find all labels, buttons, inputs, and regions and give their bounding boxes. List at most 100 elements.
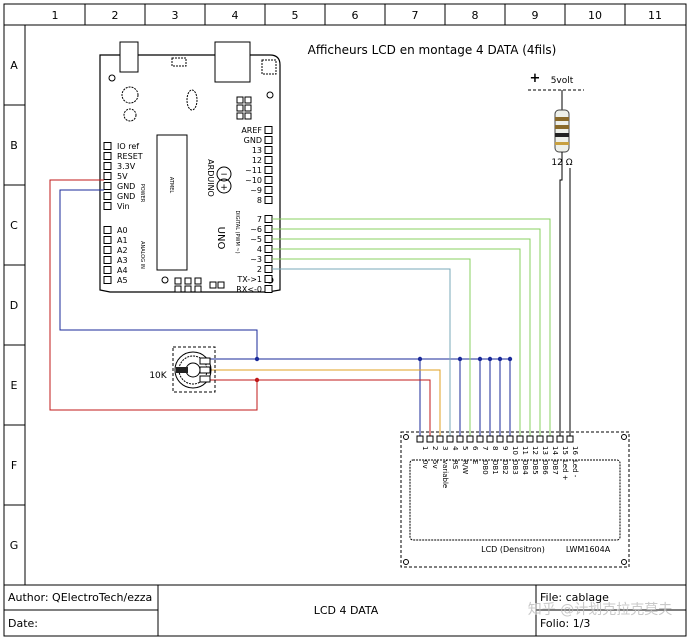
digital-pin (264, 265, 273, 273)
digital-pin (264, 255, 273, 263)
digital-pin (264, 235, 273, 243)
power-pin-label: 3.3V (117, 162, 136, 171)
lcd-pin-number: 15 (561, 446, 569, 455)
lcd-pin (426, 435, 434, 443)
analog-pin-label: A5 (117, 276, 128, 285)
lcd-pin-number: 12 (531, 446, 539, 455)
digital-pin (264, 136, 273, 144)
data-wire-d4 (272, 248, 521, 437)
lcd-module: LCD (Densitron) LWM1604A 10v25v3variable… (400, 431, 630, 568)
lcd-pin-name: 0v (421, 460, 429, 469)
svg-text:+: + (220, 183, 228, 193)
lcd-pin-name: DB0 (481, 460, 489, 475)
digital-pin (264, 186, 273, 194)
digital-pin (264, 245, 273, 253)
digital-pin-label: RX<-0 (236, 285, 262, 294)
junction-dot (457, 356, 463, 362)
lcd-pin-name: DB6 (541, 460, 549, 475)
contrast-wire (210, 369, 441, 437)
digital-pin-label: AREF (241, 126, 262, 135)
lcd-pin-name: Led - (571, 460, 579, 478)
lcd-pin-number: 16 (571, 446, 579, 455)
power-pin (103, 162, 112, 170)
lcd-pin-name: DB1 (491, 460, 499, 475)
digital-pin-label: TX->1 (236, 275, 262, 284)
row-dividers (4, 104, 25, 506)
analog-pin-label: A4 (117, 266, 128, 275)
lcd-pin-header: 10v25v3variable4RS5R/W6E7DB08DB19DB210DB… (416, 435, 579, 488)
lcd-pin-number: 2 (431, 446, 439, 450)
power-pin (103, 202, 112, 210)
column-label: 2 (112, 9, 119, 22)
junction-dot (497, 356, 503, 362)
lcd-model: LWM1604A (566, 545, 611, 554)
lcd-pin-number: 5 (461, 446, 469, 450)
supply-symbol: + (530, 71, 541, 86)
rs-wire (272, 268, 451, 437)
model-label: UNO (215, 227, 226, 250)
lcd-pin (506, 435, 514, 443)
column-label: 5 (292, 9, 299, 22)
power-pin-label: RESET (117, 152, 143, 161)
lcd-pin-name: DB4 (521, 460, 529, 475)
ground-wire (59, 189, 258, 359)
lcd-pin-name: RS (451, 460, 459, 470)
sheet-title: LCD 4 DATA (314, 604, 379, 617)
author-label: Author: QElectroTech/ezza (8, 591, 152, 604)
lcd-pin-number: 13 (541, 446, 549, 455)
analog-pin (103, 246, 112, 254)
supply-label: 5volt (551, 76, 574, 86)
digital-pin (264, 275, 273, 283)
column-label: 11 (648, 9, 662, 22)
lcd-pin-name: E (471, 460, 479, 464)
lcd-pin (546, 435, 554, 443)
data-wire-e (272, 258, 471, 437)
analog-pin (103, 256, 112, 264)
junction-dot (507, 356, 513, 362)
digital-pin (264, 225, 273, 233)
brand-label: ARDUINO (206, 159, 215, 197)
digital-pin-label: 7 (257, 215, 262, 224)
digital-pin-label: ~3 (250, 255, 262, 264)
analog-pin-label: A1 (117, 236, 128, 245)
svg-text:−: − (220, 170, 228, 180)
lcd-pin-number: 11 (521, 446, 529, 455)
potentiometer-label: 10K (149, 371, 167, 381)
row-label: C (10, 219, 18, 232)
lcd-pin-number: 6 (471, 446, 479, 451)
potentiometer-10k: 10K (149, 346, 216, 393)
power-wire (49, 179, 258, 411)
atmel-chip (156, 134, 188, 271)
analog-pin (103, 276, 112, 284)
column-label: 3 (172, 9, 179, 22)
digital-pin (264, 156, 273, 164)
lcd-pin (516, 435, 524, 443)
power-wire-lcd-5v (210, 379, 431, 437)
junction-dot (254, 356, 260, 362)
power-pin (103, 192, 112, 200)
wiring (49, 168, 571, 437)
power-pin-label: GND (117, 182, 135, 191)
power-pin (103, 172, 112, 180)
digital-pin (264, 285, 273, 293)
digital-pin (264, 215, 273, 223)
lcd-pin (486, 435, 494, 443)
lcd-pin-name: variable (441, 460, 449, 488)
digital-pin (264, 176, 273, 184)
digital-pin (264, 166, 273, 174)
lcd-pin (446, 435, 454, 443)
led-plus-wire (559, 168, 563, 437)
analog-pin (103, 236, 112, 244)
lcd-pin-number: 1 (421, 446, 429, 450)
digital-pin-label: 8 (257, 196, 262, 205)
analog-pin-label: A0 (117, 226, 128, 235)
row-label: D (10, 299, 18, 312)
lcd-pin (556, 435, 564, 443)
lcd-pin-name: Led + (561, 460, 569, 481)
digital-pin (264, 196, 273, 204)
column-label: 4 (232, 9, 239, 22)
